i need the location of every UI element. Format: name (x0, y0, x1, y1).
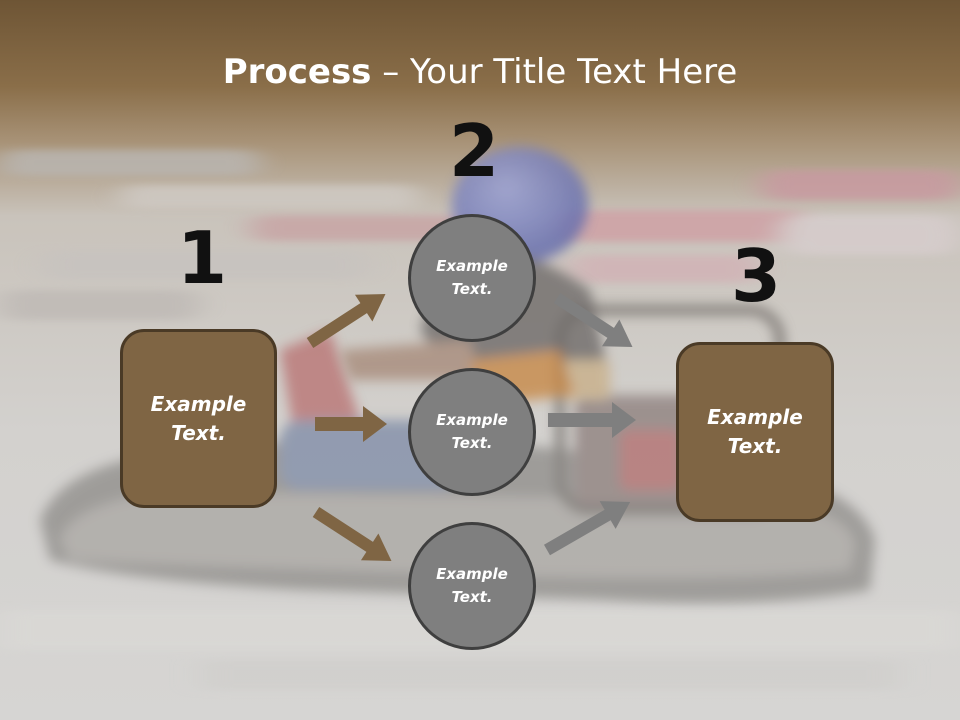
title-bold: Process (222, 52, 372, 92)
circle-bottom: Example Text. (408, 522, 536, 650)
gray-arrows (544, 292, 636, 556)
circle-middle-text: Example Text. (436, 411, 508, 452)
step-number-3: 3 (731, 234, 782, 318)
step-1-box: Example Text. (120, 329, 277, 508)
circle-middle: Example Text. (408, 368, 536, 496)
step-1-text: Example Text. (150, 391, 247, 445)
title-rest: – Your Title Text Here (371, 52, 738, 92)
step-number-1: 1 (177, 216, 228, 300)
step-3-box: Example Text. (676, 342, 834, 522)
arrow-down-right-icon (553, 292, 633, 348)
step-3-text: Example Text. (707, 405, 803, 458)
arrow-down-right-icon (312, 506, 392, 562)
brown-arrows (306, 293, 392, 562)
arrow-up-right-icon (544, 501, 631, 556)
circle-bottom-text: Example Text. (436, 565, 508, 606)
slide-title: Process – Your Title Text Here (0, 52, 960, 92)
step-number-2: 2 (449, 109, 500, 193)
arrow-up-right-icon (306, 293, 386, 349)
arrow-right-icon (548, 402, 636, 438)
arrow-right-icon (315, 406, 387, 442)
circle-top: Example Text. (408, 214, 536, 342)
circle-top-text: Example Text. (436, 257, 508, 298)
